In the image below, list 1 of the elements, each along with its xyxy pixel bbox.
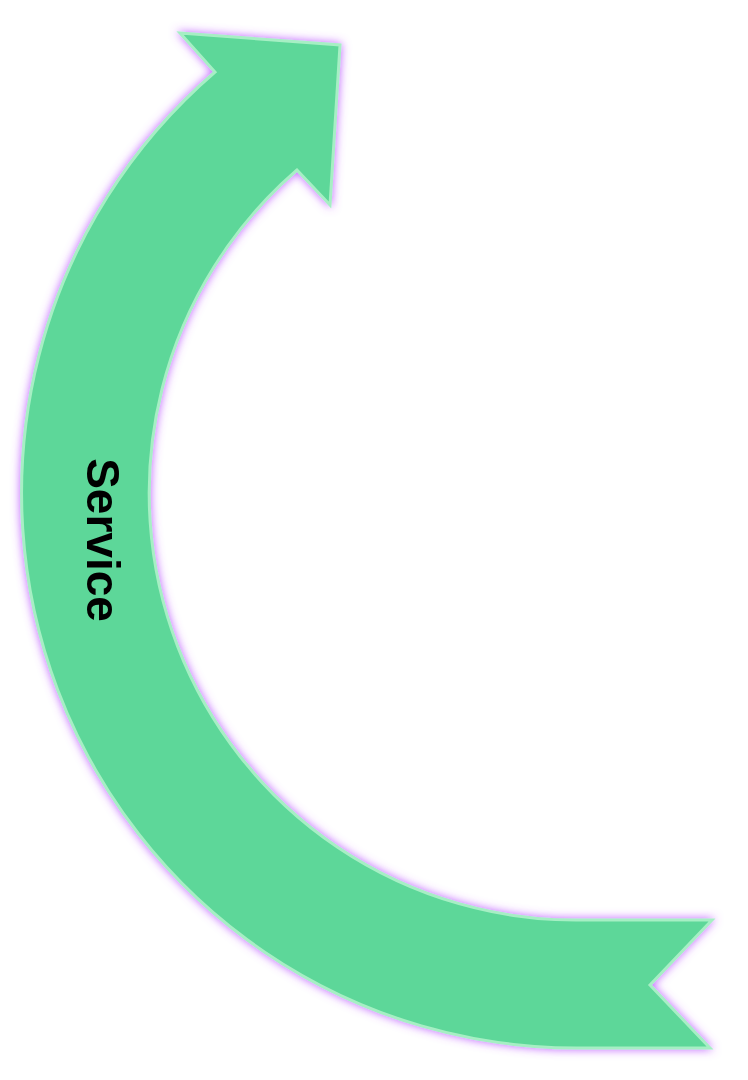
arrow-label: Service [80,458,126,622]
